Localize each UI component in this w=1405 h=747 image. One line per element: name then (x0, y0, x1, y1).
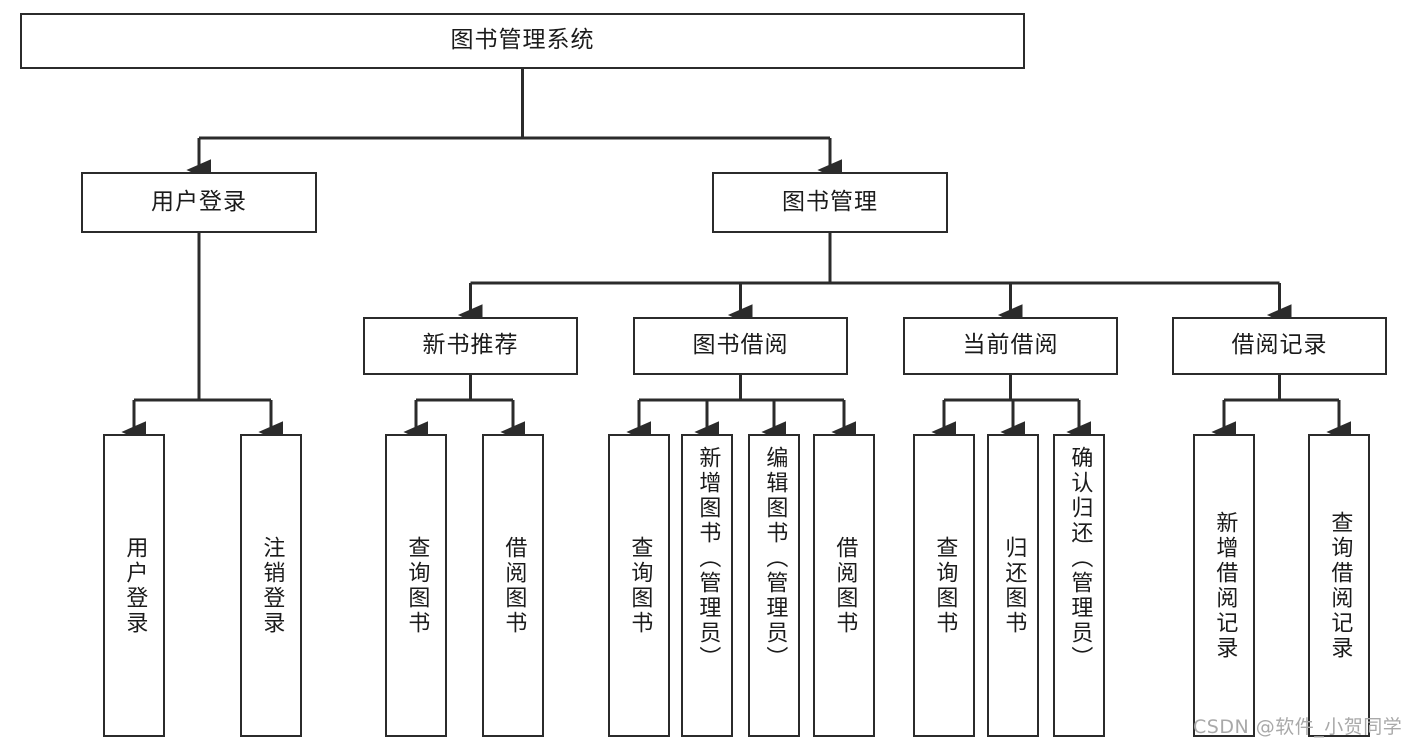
node-label: 新增借阅记录 (1212, 510, 1238, 661)
node-n2[interactable]: 借阅图书 (482, 434, 544, 737)
node-c3[interactable]: 确认归还（管理员） (1053, 434, 1105, 737)
node-label: 借阅记录 (1231, 332, 1328, 359)
node-label: 用户登录 (122, 535, 148, 636)
node-current[interactable]: 当前借阅 (903, 317, 1118, 375)
node-root[interactable]: 图书管理系统 (20, 13, 1025, 69)
node-label: 编辑图书（管理员） (762, 446, 788, 671)
node-label: 确认归还（管理员） (1067, 446, 1093, 671)
node-c1[interactable]: 查询图书 (913, 434, 975, 737)
node-label: 图书管理 (782, 188, 878, 215)
node-r1[interactable]: 新增借阅记录 (1193, 434, 1255, 737)
node-borrow[interactable]: 图书借阅 (633, 317, 848, 375)
node-label: 查询图书 (932, 535, 958, 636)
node-label: 借阅图书 (832, 535, 858, 636)
node-login[interactable]: 用户登录 (81, 172, 317, 233)
node-label: 查询借阅记录 (1327, 510, 1353, 661)
node-label: 新书推荐 (422, 332, 519, 359)
node-label: 图书管理系统 (450, 27, 595, 54)
node-label: 新增图书（管理员） (695, 446, 721, 671)
node-label: 借阅图书 (501, 535, 527, 636)
node-label: 归还图书 (1001, 535, 1027, 636)
node-records[interactable]: 借阅记录 (1172, 317, 1387, 375)
node-l2[interactable]: 注销登录 (240, 434, 302, 737)
node-label: 用户登录 (151, 188, 247, 215)
csdn-watermark: CSDN @软件_小贺同学 (1193, 716, 1403, 738)
node-label: 查询图书 (404, 535, 430, 636)
node-bookmgmt[interactable]: 图书管理 (712, 172, 948, 233)
node-label: 查询图书 (627, 535, 653, 636)
node-b3[interactable]: 编辑图书（管理员） (748, 434, 800, 737)
node-b4[interactable]: 借阅图书 (813, 434, 875, 737)
node-label: 注销登录 (259, 535, 285, 636)
node-label: 图书借阅 (692, 332, 789, 359)
node-l1[interactable]: 用户登录 (103, 434, 165, 737)
node-n1[interactable]: 查询图书 (385, 434, 447, 737)
node-b2[interactable]: 新增图书（管理员） (681, 434, 733, 737)
node-r2[interactable]: 查询借阅记录 (1308, 434, 1370, 737)
node-b1[interactable]: 查询图书 (608, 434, 670, 737)
node-c2[interactable]: 归还图书 (987, 434, 1039, 737)
node-label: 当前借阅 (962, 332, 1059, 359)
node-newbook[interactable]: 新书推荐 (363, 317, 578, 375)
